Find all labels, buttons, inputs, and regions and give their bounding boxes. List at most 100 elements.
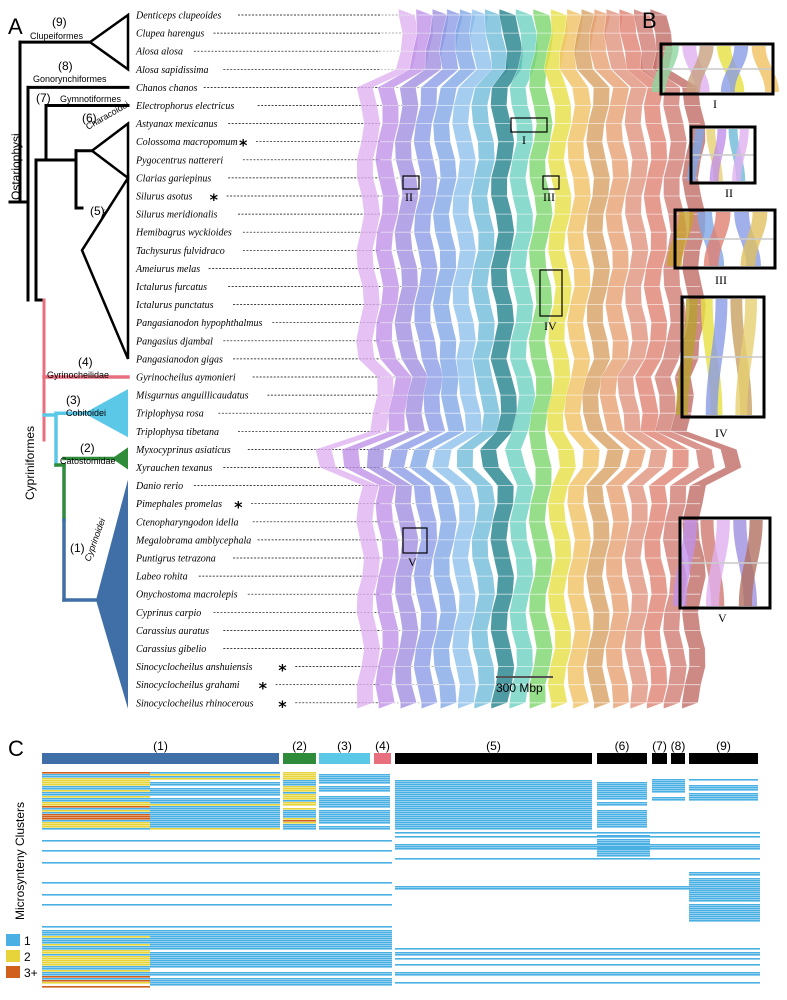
heatmap-cell xyxy=(283,780,316,782)
clade-triangle xyxy=(80,173,130,360)
heatmap-cell xyxy=(42,936,150,938)
heatmap-cell xyxy=(652,787,685,789)
heatmap-cell xyxy=(689,882,760,884)
heatmap-cell xyxy=(652,799,685,801)
heatmap-cell xyxy=(283,796,316,798)
heatmap-cell xyxy=(689,910,760,912)
heatmap-cell xyxy=(395,836,760,838)
heatmap-cell xyxy=(597,816,647,818)
heatmap-cell xyxy=(42,926,392,928)
heatmap-cell xyxy=(42,958,150,960)
inset-marker-label: III xyxy=(543,190,555,204)
heatmap-cell xyxy=(597,796,647,798)
heatmap-cell xyxy=(597,826,647,828)
heatmap-cell xyxy=(319,778,390,780)
heatmap-cell xyxy=(42,964,150,966)
heatmap-cell xyxy=(42,934,150,936)
inset-marker-label: II xyxy=(405,190,413,204)
heatmap-cell xyxy=(597,849,650,851)
heatmap-cell xyxy=(597,784,647,786)
heatmap-cell xyxy=(395,952,760,954)
heatmap-cell xyxy=(597,790,647,792)
heatmap-cell xyxy=(395,804,592,806)
legend-swatch xyxy=(6,934,20,946)
heatmap-cell xyxy=(319,790,390,792)
heatmap-cell xyxy=(42,792,150,794)
clade-triangle xyxy=(96,479,128,709)
group-label: (1) xyxy=(153,739,168,753)
heatmap-cell xyxy=(597,812,647,814)
taxon-label: Silurus asotus xyxy=(136,192,193,203)
heatmap-cell xyxy=(42,894,392,896)
heatmap-cell xyxy=(150,818,280,820)
heatmap-cell xyxy=(597,853,650,855)
asterisk-marker: * xyxy=(234,498,243,517)
inset-marker-box xyxy=(542,175,560,190)
heatmap-cell xyxy=(42,948,150,950)
heatmap-cell xyxy=(689,785,758,787)
heatmap-cell xyxy=(42,778,150,780)
taxon-label: Carassius gibelio xyxy=(136,644,206,655)
heatmap-cell xyxy=(42,826,150,828)
heatmap-cell xyxy=(395,844,760,846)
taxon-label: Pygocentrus nattereri xyxy=(135,155,223,166)
heatmap-cell xyxy=(319,804,390,806)
heatmap-cell xyxy=(689,872,760,874)
heatmap-cell xyxy=(395,812,592,814)
heatmap-cell xyxy=(597,804,647,806)
heatmap-cell xyxy=(42,972,150,974)
inset-label: III xyxy=(715,273,727,287)
heatmap-cell xyxy=(689,892,760,894)
heatmap-cell xyxy=(42,970,150,972)
heatmap-cell xyxy=(42,850,392,852)
heatmap-cell xyxy=(150,826,280,828)
taxon-label: Clarias gariepinus xyxy=(136,173,211,184)
heatmap-cell xyxy=(150,964,392,966)
heatmap-cell xyxy=(283,788,316,790)
heatmap-cell xyxy=(319,814,390,816)
clade-number: (1) xyxy=(70,541,85,555)
heatmap-cell xyxy=(597,786,647,788)
heatmap-cell xyxy=(597,855,650,857)
heatmap-cell xyxy=(652,797,685,799)
taxon-label: Myxocyprinus asiaticus xyxy=(135,445,231,456)
panel-a-label: A xyxy=(8,14,23,39)
heatmap-cell xyxy=(395,816,592,818)
taxon-label: Colossoma macropomum xyxy=(136,137,238,148)
heatmap-cell xyxy=(42,806,150,808)
clade-number: (7) xyxy=(36,91,51,105)
heatmap-cell xyxy=(42,814,150,816)
inset-marker-box xyxy=(402,175,420,190)
heatmap-cell xyxy=(42,960,150,962)
heatmap-cell xyxy=(689,799,758,801)
heatmap-cell xyxy=(597,798,647,800)
heatmap-cell xyxy=(42,798,150,800)
heatmap-cell xyxy=(150,800,280,802)
heatmap-cell xyxy=(42,784,150,786)
heatmap-cell xyxy=(395,954,760,956)
heatmap-cell xyxy=(150,962,392,964)
clade-triangle xyxy=(87,12,130,72)
heatmap-cell xyxy=(652,783,685,785)
heatmap-cell xyxy=(150,956,392,958)
heatmap-cell xyxy=(42,812,150,814)
heatmap-cell xyxy=(283,828,316,830)
clade-triangle xyxy=(84,389,128,438)
heatmap-cell xyxy=(150,784,280,786)
heatmap-cell xyxy=(150,794,280,796)
heatmap-cell xyxy=(395,790,592,792)
heatmap-cell xyxy=(395,826,592,828)
heatmap-cell xyxy=(42,818,150,820)
heatmap-cell xyxy=(395,810,592,812)
heatmap-cell xyxy=(689,880,760,882)
heatmap-cell xyxy=(689,894,760,896)
heatmap-cell xyxy=(597,782,647,784)
heatmap-cell xyxy=(150,944,392,946)
heatmap-cell xyxy=(597,851,650,853)
legend-label: 2 xyxy=(24,950,31,964)
heatmap-cell xyxy=(652,789,685,791)
heatmap-cell xyxy=(42,950,150,952)
clade-number: (8) xyxy=(58,59,73,73)
heatmap-cell xyxy=(150,778,280,780)
heatmap-cell xyxy=(597,841,650,843)
